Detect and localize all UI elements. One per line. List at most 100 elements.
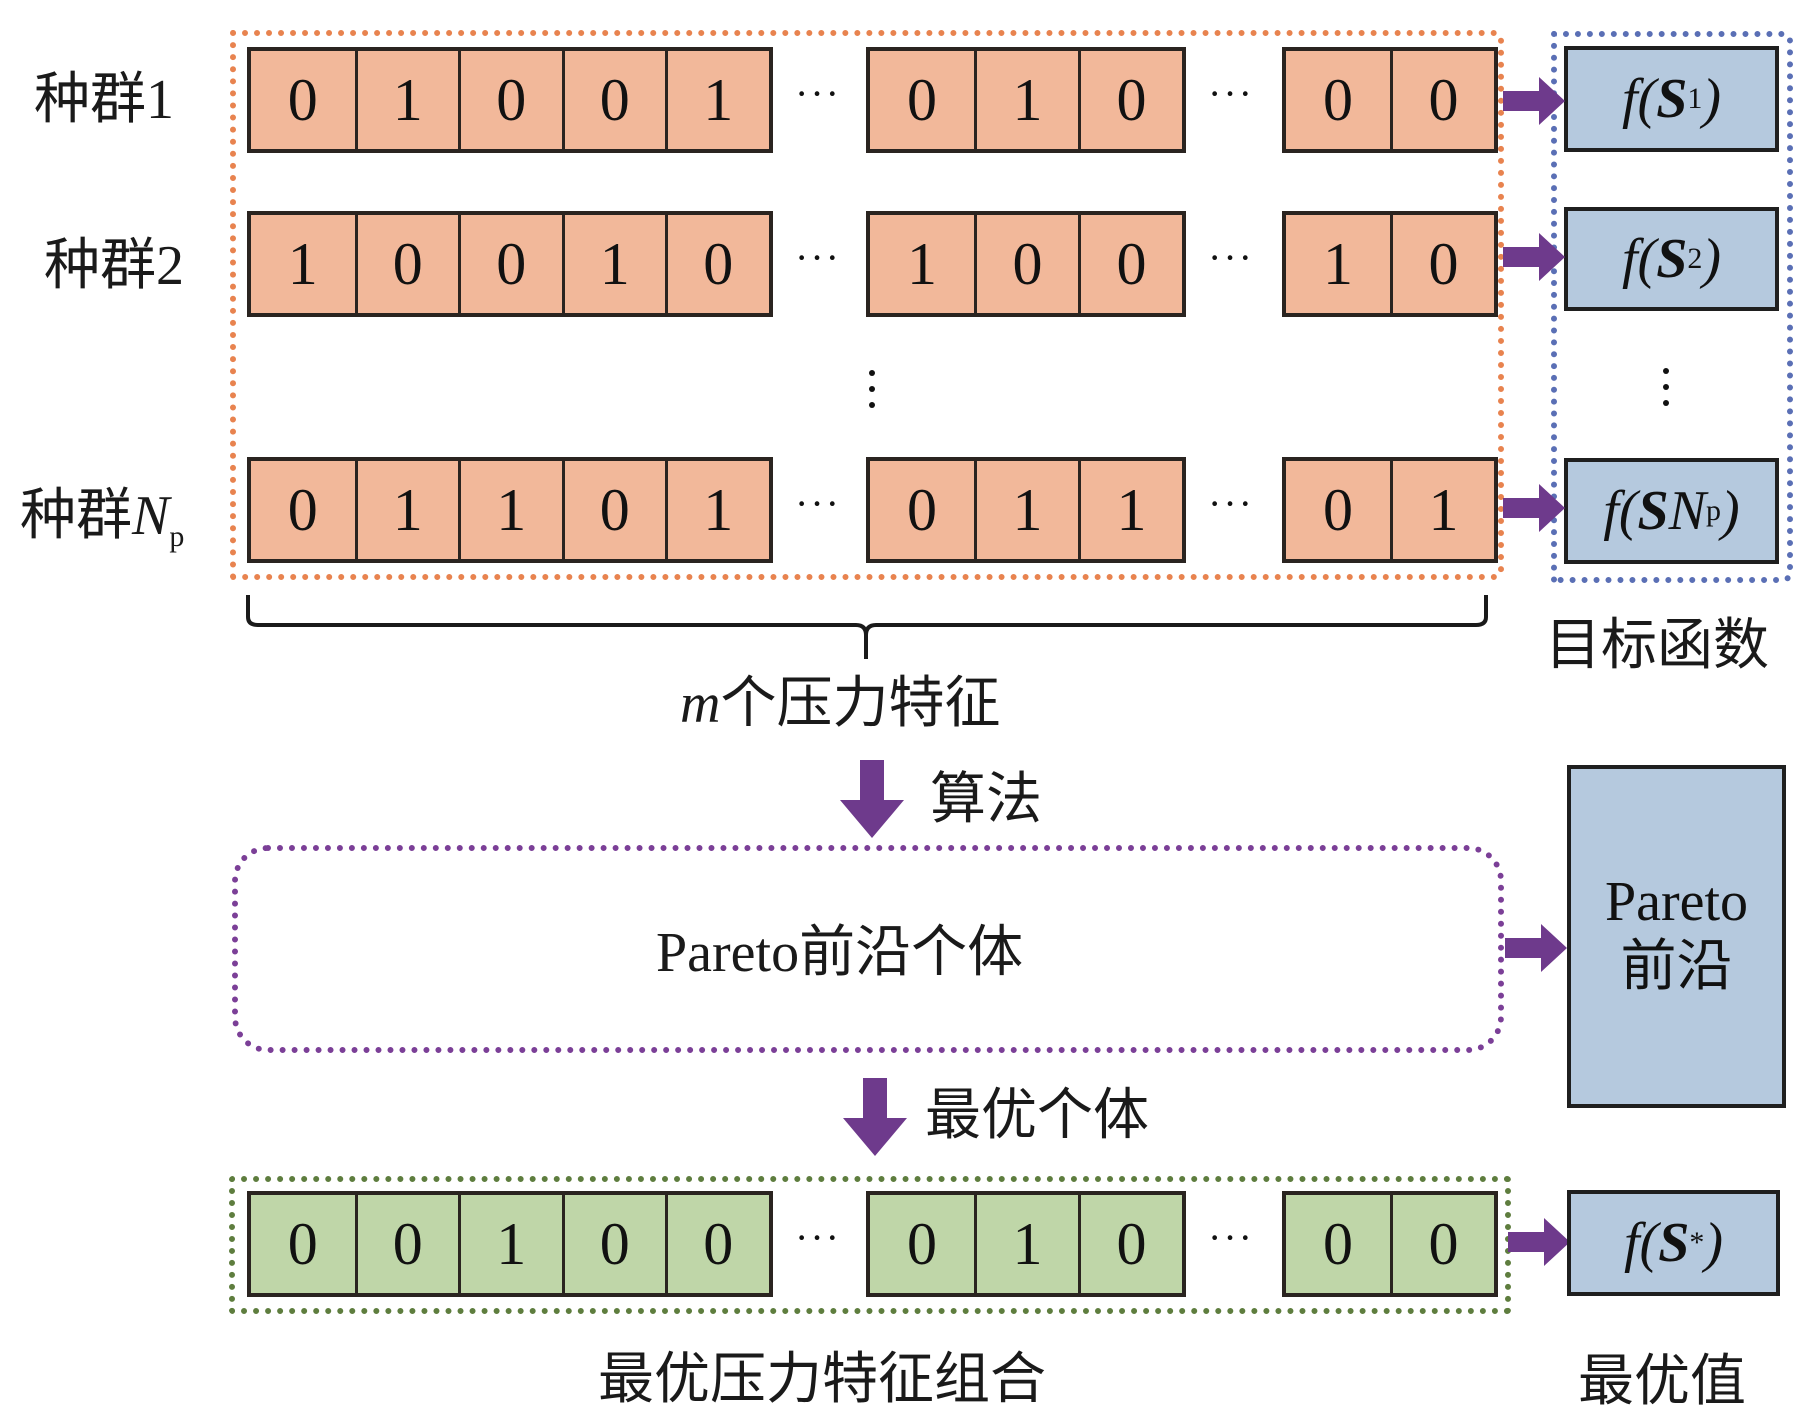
population-region bbox=[230, 30, 1504, 580]
objectives-vertical-ellipsis bbox=[1656, 368, 1676, 406]
bit-cell: 0 bbox=[974, 215, 1078, 313]
bit-cell: 1 bbox=[561, 215, 665, 313]
brace-label: m个压力特征 bbox=[680, 676, 1000, 732]
objective-f: f bbox=[1623, 1212, 1640, 1274]
arrow-down-icon bbox=[843, 1078, 907, 1156]
brace-label-text: 个压力特征 bbox=[720, 673, 1001, 735]
horizontal-ellipsis: ··· bbox=[795, 480, 841, 526]
bit-cell: 0 bbox=[1078, 215, 1182, 313]
pareto-front-line1: Pareto bbox=[1604, 871, 1749, 934]
objective-sub: 1 bbox=[1687, 82, 1703, 115]
bit-cell: 0 bbox=[251, 51, 355, 149]
arrow-right-icon bbox=[1503, 77, 1565, 125]
pareto-front-line2: 前沿 bbox=[1620, 935, 1733, 998]
pareto-individuals-label: Pareto前沿个体 bbox=[656, 922, 1024, 984]
bit-cell: 1 bbox=[665, 461, 769, 559]
horizontal-ellipsis: ··· bbox=[1208, 480, 1254, 526]
bit-cell: 0 bbox=[1390, 215, 1494, 313]
objective-region bbox=[1551, 31, 1793, 583]
population-np-label: 种群Np bbox=[20, 488, 184, 552]
bit-cell: 0 bbox=[1286, 1195, 1390, 1293]
bit-cell: 0 bbox=[251, 1195, 355, 1293]
bit-cell: 0 bbox=[561, 51, 665, 149]
horizontal-ellipsis: ··· bbox=[1208, 234, 1254, 280]
horizontal-ellipsis: ··· bbox=[1208, 70, 1254, 116]
arrow-right-icon bbox=[1503, 484, 1565, 532]
objective-var: S bbox=[1656, 68, 1688, 130]
bit-cell: 0 bbox=[870, 1195, 974, 1293]
objective-var: S bbox=[1658, 1212, 1690, 1274]
bit-cell: 1 bbox=[1286, 215, 1390, 313]
bit-cell: 0 bbox=[251, 461, 355, 559]
objective-f: f bbox=[1621, 228, 1638, 290]
bit-cell: 1 bbox=[974, 1195, 1078, 1293]
bit-cell: 0 bbox=[1390, 1195, 1494, 1293]
pareto-individuals-region bbox=[232, 845, 1504, 1053]
population-2-label: 种群2 bbox=[44, 235, 184, 297]
arrow-right-icon bbox=[1508, 1218, 1570, 1266]
bit-cell: 0 bbox=[870, 461, 974, 559]
brace-label-var: m bbox=[680, 673, 721, 735]
optimal-objective-box: f(S*) bbox=[1567, 1190, 1780, 1296]
population-1-label: 种群1 bbox=[34, 69, 174, 131]
bit-cell: 0 bbox=[870, 51, 974, 149]
rows-vertical-ellipsis bbox=[862, 370, 882, 408]
bit-cell: 1 bbox=[974, 51, 1078, 149]
bit-cell: 1 bbox=[665, 51, 769, 149]
bit-cell: 0 bbox=[1286, 51, 1390, 149]
bit-cell: 0 bbox=[1078, 1195, 1182, 1293]
population-np-sub: p bbox=[169, 520, 185, 554]
objective-sub: 2 bbox=[1687, 242, 1703, 275]
bit-cell: 1 bbox=[251, 215, 355, 313]
horizontal-ellipsis: ··· bbox=[795, 70, 841, 116]
bit-cell: 1 bbox=[354, 461, 458, 559]
objective-label: 目标函数 bbox=[1545, 615, 1769, 677]
population-np-var: N bbox=[132, 485, 170, 547]
horizontal-ellipsis: ··· bbox=[795, 1214, 841, 1260]
bit-cell: 1 bbox=[974, 461, 1078, 559]
bit-cell: 0 bbox=[458, 215, 562, 313]
bit-cell: 0 bbox=[665, 215, 769, 313]
bit-cell: 0 bbox=[1390, 51, 1494, 149]
bit-cell: 1 bbox=[354, 51, 458, 149]
bit-cell: 0 bbox=[1078, 51, 1182, 149]
bit-cell: 0 bbox=[1286, 461, 1390, 559]
objective-sub: p bbox=[1706, 494, 1722, 527]
bit-cell: 1 bbox=[458, 461, 562, 559]
objective-f: f bbox=[1621, 68, 1638, 130]
arrow-right-icon bbox=[1503, 233, 1565, 281]
objective-sup: * bbox=[1689, 1226, 1705, 1259]
pareto-front-box: Pareto 前沿 bbox=[1567, 765, 1786, 1108]
bit-cell: 1 bbox=[1390, 461, 1494, 559]
horizontal-ellipsis: ··· bbox=[795, 234, 841, 280]
objective-var: S bbox=[1637, 480, 1669, 542]
bit-cell: 1 bbox=[1078, 461, 1182, 559]
bit-cell: 0 bbox=[354, 215, 458, 313]
bit-cell: 0 bbox=[561, 1195, 665, 1293]
bit-cell: 1 bbox=[870, 215, 974, 313]
optimal-value-label: 最优值 bbox=[1578, 1351, 1746, 1413]
